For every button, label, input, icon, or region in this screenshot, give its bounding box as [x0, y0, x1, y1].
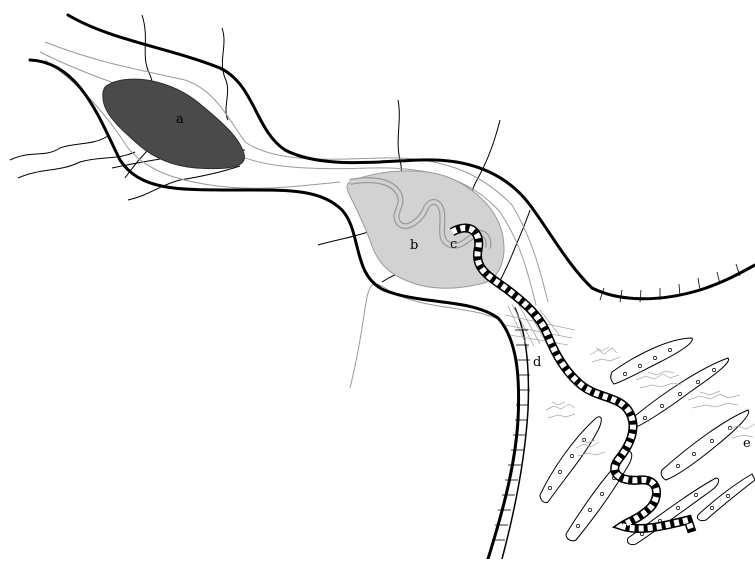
- label-d: d: [533, 355, 541, 370]
- label-a: a: [176, 112, 184, 127]
- label-b: b: [410, 238, 418, 253]
- segmented-tube: [452, 228, 692, 532]
- label-c: c: [450, 237, 457, 252]
- label-e: e: [743, 436, 751, 451]
